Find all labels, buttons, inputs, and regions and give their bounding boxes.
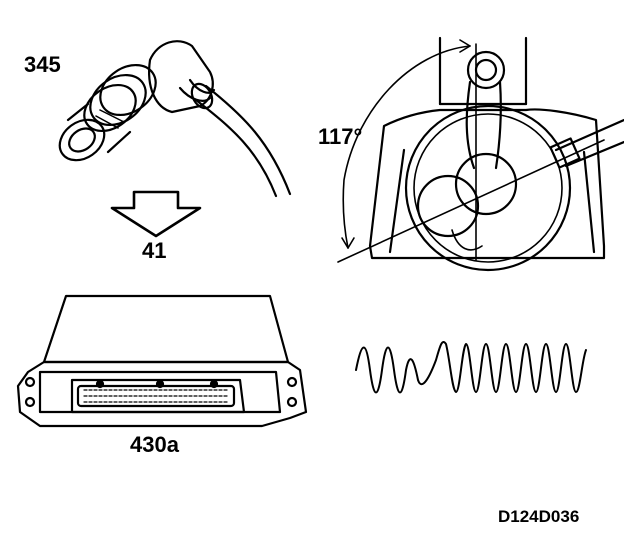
- sensor-label: 345: [24, 52, 61, 77]
- ecu-unit: [16, 294, 308, 428]
- ecu-label: 430a: [130, 432, 179, 457]
- figure-reference: D124D036: [498, 507, 580, 526]
- crank-sensor: [58, 40, 292, 198]
- arrow-label: 41: [142, 238, 167, 263]
- sensor-signal-waveform: [355, 341, 587, 394]
- crank-assembly: [337, 36, 624, 272]
- down-arrow: [110, 190, 202, 238]
- angle-label: 117°: [318, 124, 363, 149]
